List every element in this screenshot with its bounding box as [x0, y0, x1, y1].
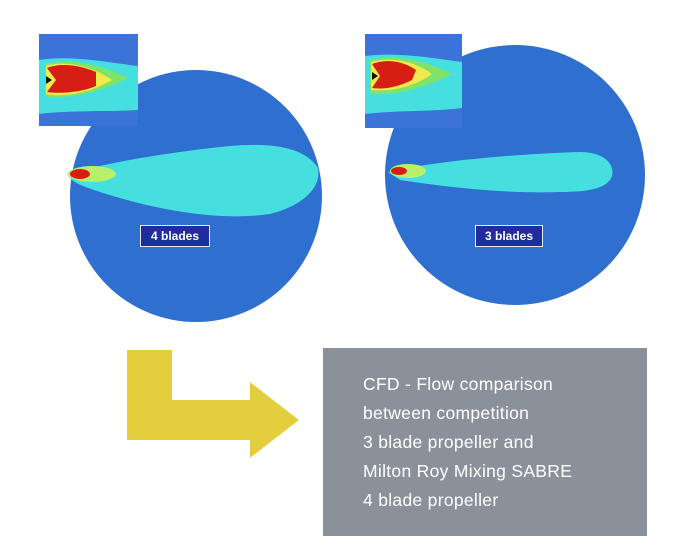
propeller-icon: [372, 72, 378, 80]
caption-box: CFD - Flow comparison between competitio…: [323, 348, 647, 536]
label-4-blades: 4 blades: [140, 225, 210, 247]
caption-line: between competition: [363, 403, 530, 423]
cfd-panel-4-blades: [39, 34, 322, 322]
flow-plume-right: [388, 152, 613, 193]
caption-line: 3 blade propeller and: [363, 432, 534, 452]
caption-line: CFD - Flow comparison: [363, 374, 554, 394]
flow-core-red-right: [391, 167, 407, 175]
caption-line: Milton Roy Mixing SABRE: [363, 461, 573, 481]
cfd-panel-3-blades: [365, 34, 645, 305]
inset-zoom-right: [365, 34, 462, 128]
bent-arrow-right-icon: [127, 350, 299, 458]
inset-zoom-left: [39, 34, 138, 126]
caption-line: 4 blade propeller: [363, 490, 499, 510]
label-3-blades: 3 blades: [475, 225, 543, 247]
propeller-icon: [46, 76, 52, 84]
flow-plume-left: [68, 144, 319, 217]
flow-core-red-left: [70, 169, 90, 179]
